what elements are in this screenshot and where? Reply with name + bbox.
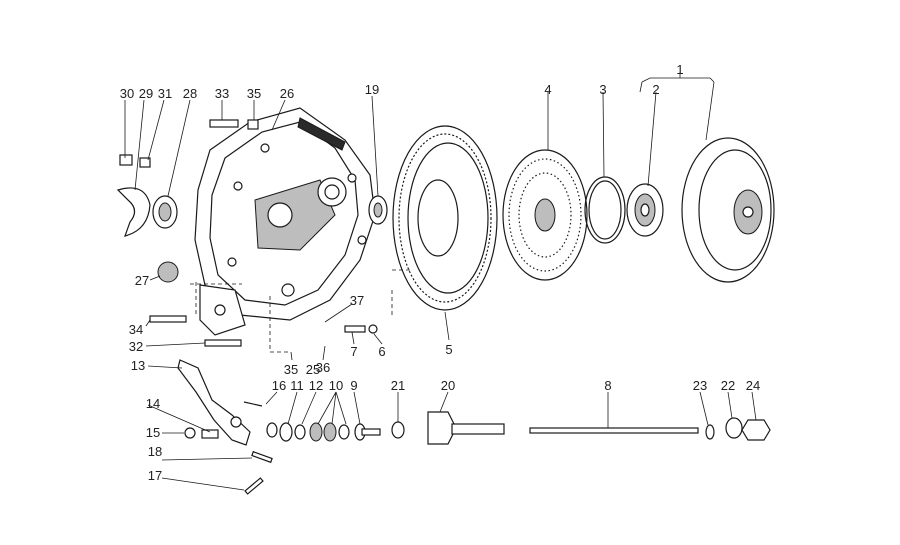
callout-15: 15 bbox=[146, 425, 160, 440]
clutch-cover-assembly bbox=[681, 137, 775, 283]
callout-12: 12 bbox=[309, 378, 323, 393]
callout-6: 6 bbox=[378, 344, 385, 359]
callout-8: 8 bbox=[604, 378, 611, 393]
shaft-parts-row bbox=[266, 411, 771, 445]
pressure-plate bbox=[626, 183, 664, 237]
release-bearing bbox=[368, 195, 388, 225]
callout-2: 2 bbox=[652, 82, 659, 97]
callout-32: 32 bbox=[129, 339, 143, 354]
callout-16: 16 bbox=[272, 378, 286, 393]
callout-labels: 1 2 3 4 5 6 7 8 9 10 11 12 13 14 15 16 1… bbox=[120, 62, 760, 483]
callout-9: 9 bbox=[350, 378, 357, 393]
callout-20: 20 bbox=[441, 378, 455, 393]
housing-fasteners bbox=[116, 119, 259, 347]
leader-lines bbox=[124, 72, 757, 491]
callout-4: 4 bbox=[544, 82, 551, 97]
callout-7: 7 bbox=[350, 344, 357, 359]
callout-17: 17 bbox=[148, 468, 162, 483]
callout-13: 13 bbox=[131, 358, 145, 373]
release-lever bbox=[177, 359, 273, 495]
flywheel bbox=[344, 125, 498, 334]
callout-26: 26 bbox=[280, 86, 294, 101]
callout-36: 36 bbox=[316, 360, 330, 375]
clutch-housing bbox=[194, 107, 376, 336]
clutch-disc bbox=[502, 149, 588, 281]
callout-27: 27 bbox=[135, 273, 149, 288]
callout-34: 34 bbox=[129, 322, 143, 337]
callout-23: 23 bbox=[693, 378, 707, 393]
callout-5: 5 bbox=[445, 342, 452, 357]
callout-1: 1 bbox=[676, 62, 683, 77]
snap-ring bbox=[584, 176, 626, 244]
callout-21: 21 bbox=[391, 378, 405, 393]
callout-3: 3 bbox=[599, 82, 606, 97]
assembly-lines bbox=[190, 269, 412, 353]
callout-37: 37 bbox=[350, 293, 364, 308]
callout-22: 22 bbox=[721, 378, 735, 393]
callout-11: 11 bbox=[290, 378, 304, 393]
callout-31: 31 bbox=[158, 86, 172, 101]
callout-35-bottom: 35 bbox=[284, 362, 298, 377]
callout-24: 24 bbox=[746, 378, 760, 393]
callout-30: 30 bbox=[120, 86, 134, 101]
callout-14: 14 bbox=[146, 396, 160, 411]
callout-35-top: 35 bbox=[247, 86, 261, 101]
callout-28: 28 bbox=[183, 86, 197, 101]
callout-10: 10 bbox=[329, 378, 343, 393]
callout-18: 18 bbox=[148, 444, 162, 459]
callout-19: 19 bbox=[365, 82, 379, 97]
callout-33: 33 bbox=[215, 86, 229, 101]
callout-29: 29 bbox=[139, 86, 153, 101]
callout-25: 25 bbox=[306, 362, 320, 377]
